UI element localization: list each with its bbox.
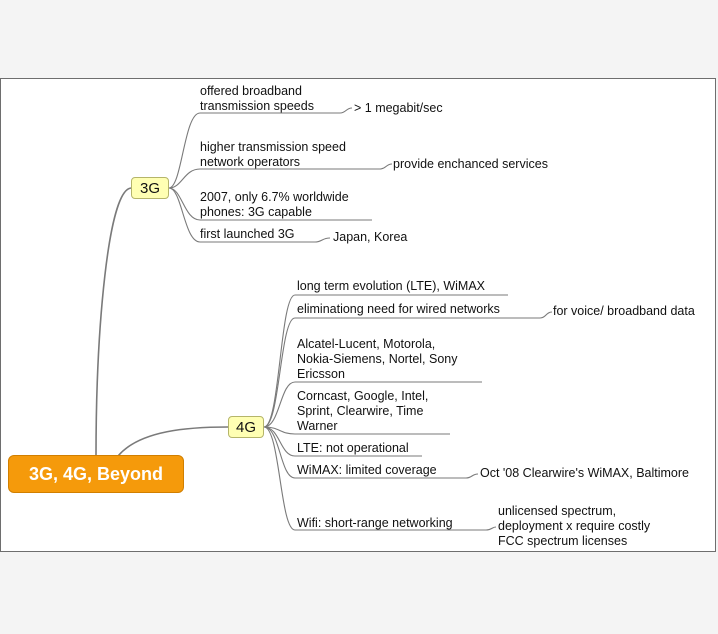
node-4g-item2-sub[interactable]: for voice/ broadband data bbox=[553, 304, 695, 318]
connector-4g-item6 bbox=[263, 426, 466, 479]
node-4g-item7-sub-line2[interactable]: deployment x require costly bbox=[498, 519, 651, 533]
connector-4g-sub6 bbox=[465, 473, 479, 479]
connector-3g-item1 bbox=[168, 112, 340, 189]
connector-4g-item3 bbox=[263, 381, 482, 428]
connector-root-4g bbox=[117, 426, 229, 457]
central-topic[interactable]: 3G, 4G, Beyond bbox=[8, 455, 184, 493]
node-4g-item3-line1[interactable]: Alcatel-Lucent, Motorola, bbox=[297, 337, 436, 351]
node-3g-item4[interactable]: first launched 3G bbox=[200, 227, 295, 241]
connector-4g-sub7 bbox=[485, 526, 497, 531]
node-4g-item3-line2[interactable]: Nokia-Siemens, Nortel, Sony bbox=[297, 352, 458, 366]
node-4g-item7[interactable]: Wifi: short-range networking bbox=[297, 516, 453, 530]
node-4g-item5[interactable]: LTE: not operational bbox=[297, 441, 409, 455]
node-4g-item6-sub[interactable]: Oct '08 Clearwire's WiMAX, Baltimore bbox=[480, 466, 689, 480]
node-4g-item7-sub-line1[interactable]: unlicensed spectrum, bbox=[498, 504, 617, 518]
node-3g-item3-line2[interactable]: phones: 3G capable bbox=[200, 205, 312, 219]
connector-3g-sub4 bbox=[314, 237, 331, 243]
topic-3g[interactable]: 3G bbox=[131, 177, 169, 199]
connector-3g-sub1 bbox=[339, 107, 353, 114]
node-4g-item3-line3[interactable]: Ericsson bbox=[297, 367, 345, 381]
node-4g-item4-line2[interactable]: Sprint, Clearwire, Time bbox=[297, 404, 424, 418]
node-4g-item6[interactable]: WiMAX: limited coverage bbox=[297, 463, 437, 477]
connector-3g-sub2 bbox=[379, 163, 393, 170]
connector-4g-item1 bbox=[263, 294, 508, 428]
connector-4g-item4 bbox=[263, 426, 450, 435]
node-4g-item1[interactable]: long term evolution (LTE), WiMAX bbox=[297, 279, 486, 293]
node-3g-item3-line1[interactable]: 2007, only 6.7% worldwide bbox=[200, 190, 349, 204]
connector-4g-sub2 bbox=[539, 311, 553, 319]
connector-3g-item4 bbox=[168, 187, 315, 243]
connector-root-3g bbox=[95, 187, 132, 457]
node-3g-item1-line1[interactable]: offered broadband bbox=[200, 84, 302, 98]
node-4g-item7-sub-line3[interactable]: FCC spectrum licenses bbox=[498, 534, 628, 548]
topic-4g[interactable]: 4G bbox=[228, 416, 264, 438]
connector-4g-item2 bbox=[263, 317, 540, 428]
node-3g-item4-sub[interactable]: Japan, Korea bbox=[333, 230, 408, 244]
node-3g-item1-sub[interactable]: > 1 megabit/sec bbox=[354, 101, 443, 115]
connector-4g-item7 bbox=[263, 426, 486, 531]
node-3g-item2-line2[interactable]: network operators bbox=[200, 155, 301, 169]
node-4g-item2[interactable]: eliminationg need for wired networks bbox=[297, 302, 500, 316]
node-3g-item1-line2[interactable]: transmission speeds bbox=[200, 99, 314, 113]
node-3g-item2-sub[interactable]: provide enchanced services bbox=[393, 157, 548, 171]
node-4g-item4-line1[interactable]: Corncast, Google, Intel, bbox=[297, 389, 429, 403]
node-4g-item4-line3[interactable]: Warner bbox=[297, 419, 338, 433]
node-3g-item2-line1[interactable]: higher transmission speed bbox=[200, 140, 346, 154]
connector-3g-item2 bbox=[168, 168, 380, 189]
